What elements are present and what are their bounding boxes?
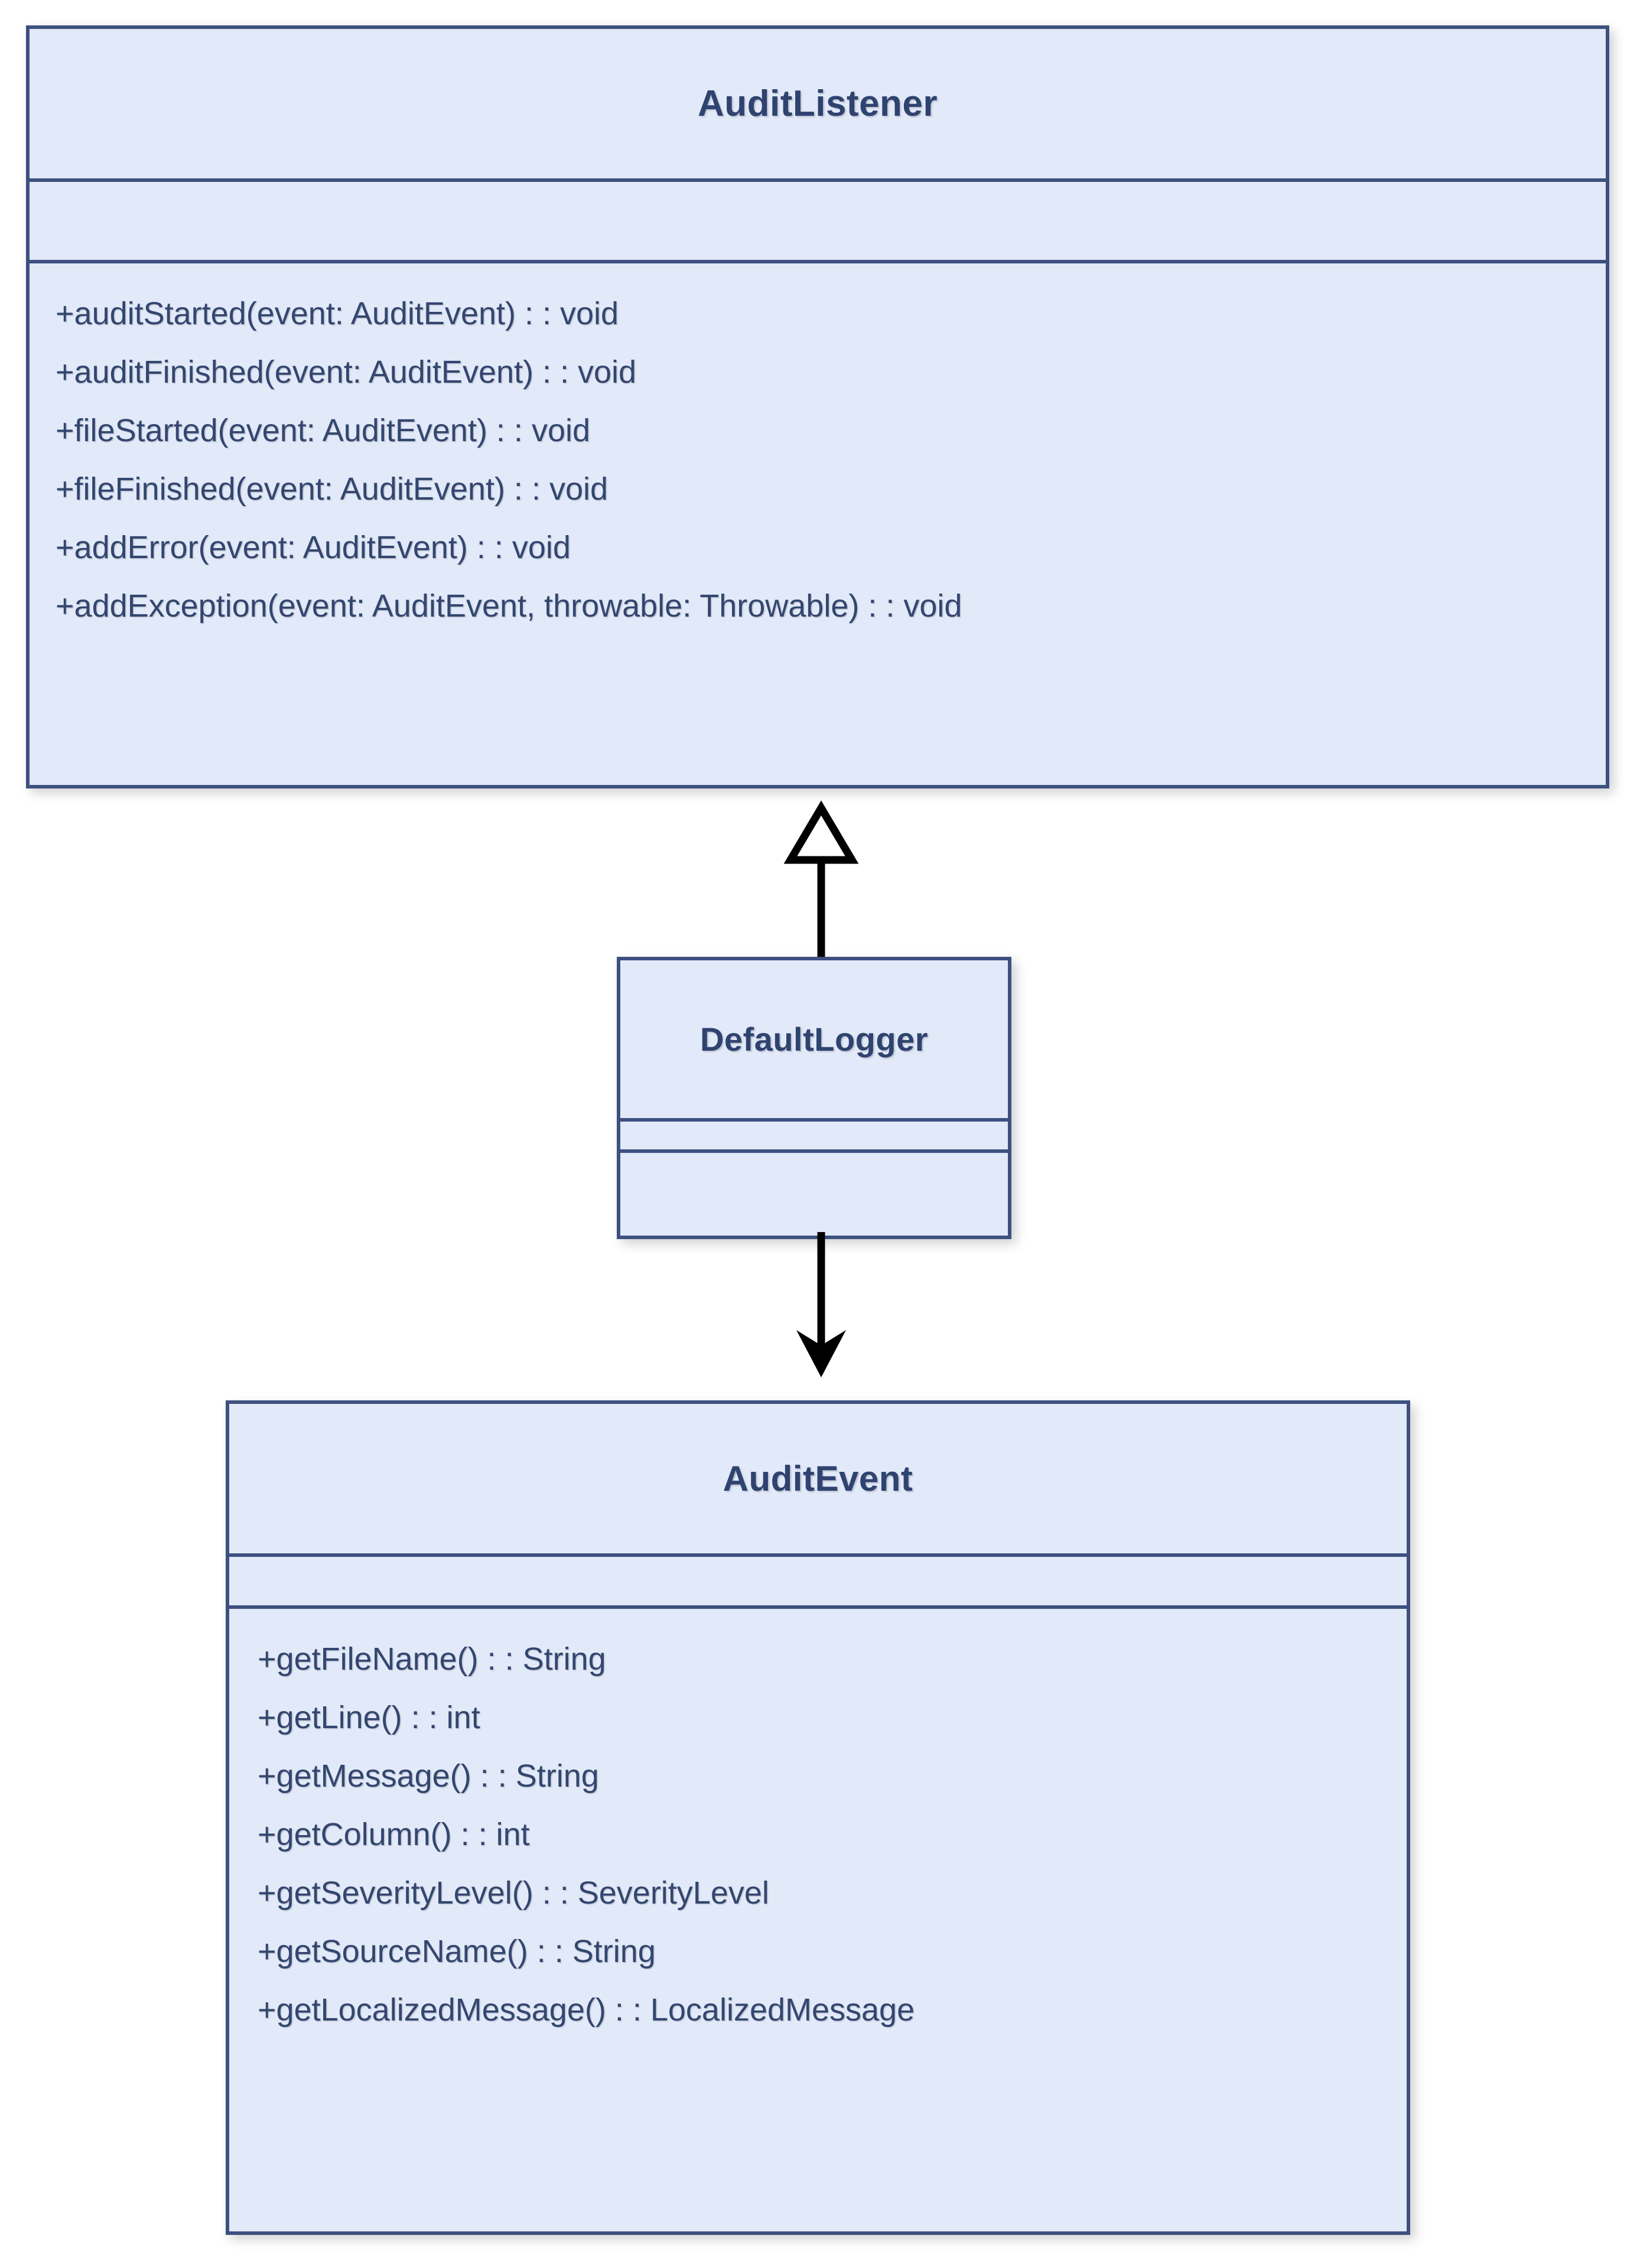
class-divider-attrs <box>620 1149 1008 1153</box>
class-attributes-audit-listener <box>30 182 1606 260</box>
class-title-audit-listener: AuditListener <box>697 83 938 124</box>
class-method: +addError(event: AuditEvent) : : void <box>56 530 571 565</box>
class-methods-default-logger <box>620 1153 1008 1236</box>
dependency-connector <box>796 1232 846 1377</box>
solid-arrowhead-icon <box>796 1330 846 1377</box>
class-title-audit-event: AuditEvent <box>723 1459 913 1498</box>
class-method: +getLine() : : int <box>258 1700 480 1735</box>
class-attributes-audit-event <box>229 1557 1407 1605</box>
class-divider-title <box>620 1118 1008 1122</box>
class-method: +getSeverityLevel() : : SeverityLevel <box>258 1875 769 1911</box>
class-method: +auditFinished(event: AuditEvent) : : vo… <box>56 354 637 390</box>
class-method: +getLocalizedMessage() : : LocalizedMess… <box>258 1992 915 2028</box>
class-method: +addException(event: AuditEvent, throwab… <box>56 588 962 624</box>
class-method: +getMessage() : : String <box>258 1758 599 1794</box>
class-method: +fileStarted(event: AuditEvent) : : void <box>56 413 591 448</box>
class-title-default-logger: DefaultLogger <box>699 1021 929 1058</box>
class-method: +getSourceName() : : String <box>258 1934 656 1969</box>
class-method: +getColumn() : : int <box>258 1817 530 1852</box>
class-divider-title <box>229 1553 1407 1557</box>
class-box-audit-event[interactable]: AuditEvent +getFileName() : : String +ge… <box>226 1400 1410 2235</box>
class-method: +fileFinished(event: AuditEvent) : : voi… <box>56 471 609 507</box>
generalization-connector <box>783 800 859 964</box>
class-methods-audit-event: +getFileName() : : String +getLine() : :… <box>229 1609 1407 2231</box>
hollow-triangle-arrowhead-icon <box>783 800 859 864</box>
class-attributes-default-logger <box>620 1122 1008 1149</box>
class-divider-title <box>30 178 1606 182</box>
class-box-audit-listener[interactable]: AuditListener +auditStarted(event: Audit… <box>26 25 1609 788</box>
class-method: +auditStarted(event: AuditEvent) : : voi… <box>56 296 619 331</box>
class-methods-audit-listener: +auditStarted(event: AuditEvent) : : voi… <box>30 263 1606 785</box>
class-method: +getFileName() : : String <box>258 1641 606 1677</box>
class-divider-attrs <box>229 1605 1407 1609</box>
class-divider-attrs <box>30 260 1606 263</box>
class-box-default-logger[interactable]: DefaultLogger <box>617 957 1011 1239</box>
